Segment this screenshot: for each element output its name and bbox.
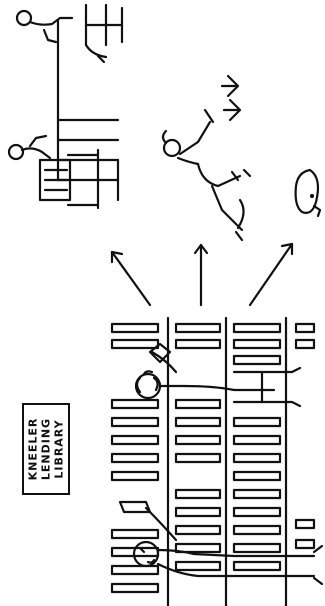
cat-sketch xyxy=(296,170,320,216)
arrows xyxy=(112,244,292,305)
library-shelves xyxy=(112,318,314,606)
stretching-figure xyxy=(163,76,250,240)
kneeler-lending-library-sign: KNEELER LENDING LIBRARY xyxy=(22,403,70,495)
sign-line-3: LIBRARY xyxy=(53,419,66,478)
sign-text: KNEELER LENDING LIBRARY xyxy=(27,418,66,481)
person-upper xyxy=(136,344,300,406)
sign-line-2: LENDING xyxy=(40,418,53,480)
sign-line-1: KNEELER xyxy=(27,418,40,481)
table-scene xyxy=(9,5,122,208)
